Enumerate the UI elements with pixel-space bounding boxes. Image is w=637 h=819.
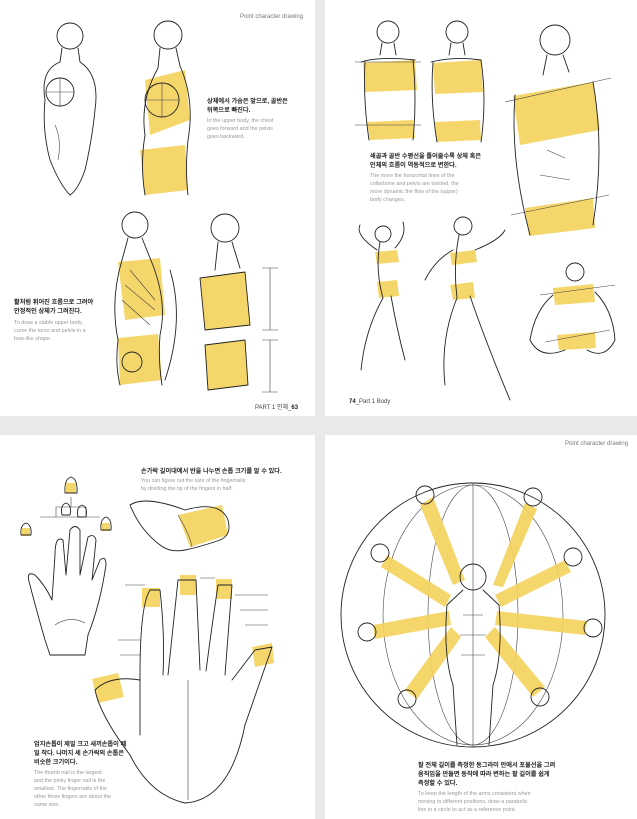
note-ko-line: 활처럼 휘어진 흐름으로 그려야 — [14, 299, 94, 306]
torso-illustrations — [43, 20, 278, 393]
note-en-line: You can figure out the size of the finge… — [141, 478, 246, 484]
note-en-line: To keep the length of the arms consisten… — [418, 791, 531, 797]
dancer-figure-mid — [424, 216, 511, 401]
note-en-line: line in a circle to act as a reference p… — [418, 807, 516, 813]
page-footer: PART 1 인체_63 — [255, 402, 298, 411]
note-en-line: collarbone and pelvis are twisted, the — [370, 181, 459, 187]
note-ko-line: 뒤쪽으로 빠진다. — [207, 107, 251, 114]
page-63-torso: Point character drawing 상체에서 가슴은 앞으로, 골반… — [0, 0, 315, 416]
note-ko-line: 비슷한 크기이다. — [34, 759, 78, 766]
curved-torso-sketch — [114, 211, 177, 386]
open-hand-large — [92, 575, 274, 804]
hands-page: 손가락 길이대에서 반을 나누면 손톱 크기를 알 수 있다. You can … — [0, 435, 315, 819]
note-ko-line: 쇄골과 골반 수평선을 틀어줄수록 상체 혹은 — [370, 153, 482, 160]
page-header: Point character drawing — [240, 14, 304, 20]
block-torso-measure — [199, 213, 278, 393]
note-ko-line: 인체의 흐름이 역동적으로 변한다. — [370, 162, 457, 169]
body-dynamics-illustrations — [355, 20, 616, 401]
dancer-figure-left — [358, 221, 406, 371]
note-en-line: more dynamic the flow of the (upper) — [370, 189, 458, 195]
page-74-body: 쇄골과 골반 수평선을 틀어줄수록 상체 혹은 인체의 흐름이 역동적으로 변한… — [325, 0, 637, 416]
crouching-figure — [529, 262, 616, 354]
arm-circle-diagram — [340, 482, 606, 748]
footer-page-number: 74 — [349, 399, 356, 405]
arm-length-page: Point character drawing 팔 전체 길이를 측정한 동그라… — [325, 435, 637, 819]
note-ko-line: 일 작다. 나머지 세 손가락의 손톱은 — [34, 750, 125, 757]
back-torso-sketch — [430, 20, 485, 143]
note-ko-line: 엄지손톱이 제일 크고 새끼손톱이 제 — [34, 741, 127, 748]
hand-illustrations — [20, 476, 274, 804]
side-torso-sketch — [43, 22, 97, 196]
note-en-line: other three fingers are about the — [34, 794, 112, 800]
note-en-line: by dividing the tip of the fingers in ha… — [141, 486, 233, 492]
footer-section: 인체_ — [277, 405, 292, 411]
fingertip-nail-diagram — [20, 476, 112, 536]
note-en-line: body changes. — [370, 197, 406, 203]
note-ko-line: 안정적인 상체가 그려진다. — [14, 308, 82, 315]
note-ko-line: 측정할 수 있다. — [418, 780, 458, 787]
palm-back-hand — [27, 526, 107, 656]
note-en-line: goes backward. — [207, 134, 245, 140]
footer-section: Body — [375, 399, 391, 405]
page-header: Point character drawing — [565, 441, 629, 447]
page-footer: 74_Part 1 Body — [349, 399, 390, 405]
note-en-line: curve the torso and pelvis in a — [14, 328, 86, 334]
note-en-line: goes forward and the pelvis — [207, 126, 273, 132]
note-en-line: To draw a stable upper body, — [14, 320, 83, 326]
arm-radius-illustration — [340, 482, 606, 748]
note-en-line: bow-like shape. — [14, 336, 52, 342]
footer-part: _Part 1 — [355, 399, 376, 405]
note-ko-line: 움직임을 만들면 동작에 따라 변하는 팔 길이를 쉽게 — [418, 771, 550, 778]
note-en-line: The thumb nail is the largest — [34, 770, 102, 776]
front-torso-sketch — [355, 20, 421, 141]
note-ko-line: 상체에서 가슴은 앞으로, 골반은 — [207, 98, 288, 105]
twisted-torso-sketch — [504, 24, 612, 236]
footer-page-number: 63 — [291, 405, 299, 411]
note-en-line: smallest. The fingernails of the — [34, 786, 108, 792]
note-en-line: In the upper body, the chest — [207, 118, 274, 124]
side-torso-blocks — [140, 20, 191, 196]
pointing-finger-sketch — [129, 500, 230, 552]
footer-part: PART 1 — [255, 405, 276, 411]
note-en-line: The more the horizontal lines of the — [370, 173, 455, 179]
note-ko-line: 팔 전체 길이를 측정한 동그라미 안에서 포물선을 그려 — [418, 762, 556, 769]
note-en-line: moving to different positions, draw a pa… — [418, 799, 528, 805]
note-en-line: same size. — [34, 802, 60, 808]
note-ko-line: 손가락 길이대에서 반을 나누면 손톱 크기를 알 수 있다. — [141, 468, 282, 475]
note-en-line: and the pinky finger nail is the — [34, 778, 106, 784]
